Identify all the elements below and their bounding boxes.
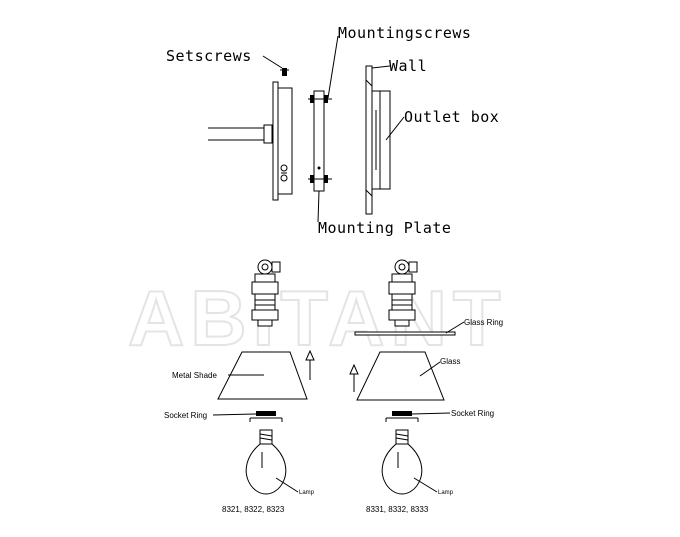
wall-mount-diagram: Setscrews Mountingscrews Wall Outlet box… bbox=[166, 24, 499, 237]
mounting-plate bbox=[308, 90, 332, 192]
model-numbers-left: 8321, 8322, 8323 bbox=[222, 505, 285, 514]
lamp-label-left: Lamp bbox=[299, 490, 315, 496]
socket-ring-leader-left bbox=[212, 413, 257, 416]
glass-ring-label: Glass Ring bbox=[464, 318, 503, 327]
fixture-arm bbox=[208, 124, 273, 144]
mountingscrews-label: Mountingscrews bbox=[338, 24, 471, 42]
lamp-label-right: Lamp bbox=[438, 490, 454, 496]
glass-ring-leader bbox=[445, 321, 465, 334]
outlet-box-label: Outlet box bbox=[404, 108, 499, 126]
socket-icon bbox=[388, 259, 418, 327]
socket-ring-icon bbox=[385, 411, 419, 422]
metal-shade-label: Metal Shade bbox=[172, 371, 217, 380]
lamp-leader-right bbox=[413, 477, 438, 493]
mounting-plate-label: Mounting Plate bbox=[318, 219, 451, 237]
glass-leader bbox=[419, 361, 441, 377]
outlet-box bbox=[371, 90, 391, 190]
watermark: ABITANT bbox=[128, 274, 507, 362]
mountingscrews-leader bbox=[327, 35, 339, 99]
lamp-leader-left bbox=[275, 477, 299, 493]
glass-ring-icon bbox=[354, 331, 456, 336]
socket-ring-icon bbox=[249, 411, 283, 422]
socket-ring-label-left: Socket Ring bbox=[164, 411, 207, 420]
right-assembly: Glass Ring Glass Socket Ring Lamp 8331, … bbox=[349, 259, 503, 514]
setscrews-label: Setscrews bbox=[166, 47, 252, 65]
wall bbox=[365, 65, 373, 215]
glass-shade-icon bbox=[356, 351, 445, 401]
wall-label: Wall bbox=[389, 57, 427, 75]
socket-ring-label-right: Socket Ring bbox=[451, 409, 494, 418]
outlet-box-leader bbox=[385, 116, 405, 141]
setscrew-icon bbox=[280, 68, 289, 76]
socket-icon bbox=[251, 259, 281, 327]
wall-leader bbox=[371, 65, 391, 69]
model-numbers-right: 8331, 8332, 8333 bbox=[366, 505, 429, 514]
lamp-icon bbox=[245, 429, 287, 495]
fixture-backplate bbox=[272, 81, 293, 201]
lamp-icon bbox=[381, 429, 423, 495]
left-assembly: Metal Shade Socket Ring Lamp 8321, 8322,… bbox=[164, 259, 315, 514]
setscrews-leader bbox=[262, 55, 283, 69]
mounting-plate-leader bbox=[317, 190, 320, 223]
socket-ring-leader-right bbox=[411, 412, 451, 415]
up-arrow-icon bbox=[349, 363, 359, 392]
glass-label: Glass bbox=[440, 357, 460, 366]
up-arrow-icon bbox=[305, 349, 315, 380]
